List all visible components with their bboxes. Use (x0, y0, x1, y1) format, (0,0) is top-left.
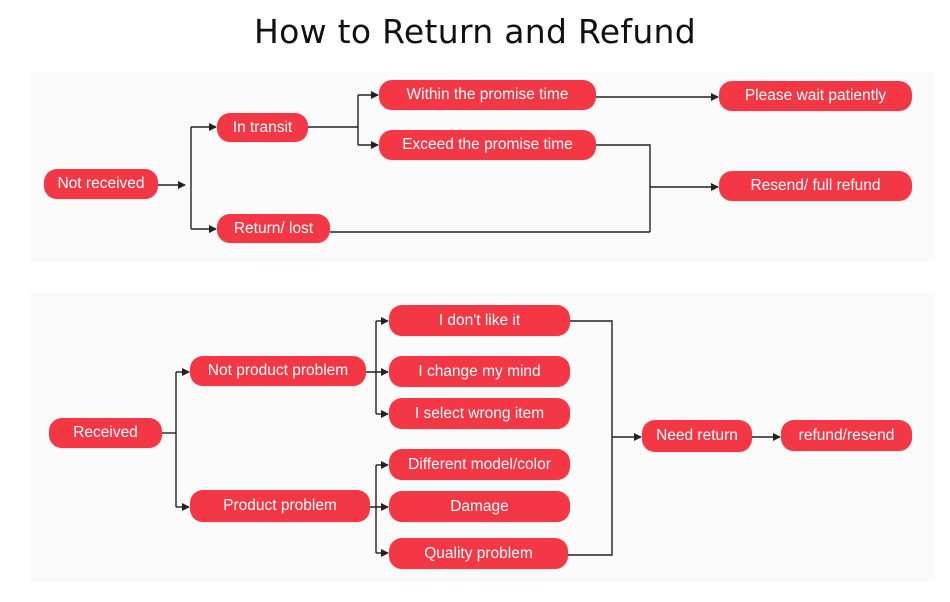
node-damage: Damage (389, 491, 570, 522)
node-not-received: Not received (44, 169, 158, 199)
node-dont-like: I don't like it (389, 305, 570, 336)
node-wrong-item: I select wrong item (389, 398, 570, 429)
node-within-promise: Within the promise time (379, 80, 596, 110)
node-refund-resend: refund/resend (781, 420, 912, 451)
node-change-mind: I change my mind (389, 356, 570, 387)
node-quality-problem: Quality problem (389, 538, 568, 569)
connector-dont-like-out (568, 320, 613, 556)
node-return-lost: Return/ lost (217, 214, 330, 243)
diagram-title: How to Return and Refund (253, 12, 697, 51)
node-in-transit: In transit (217, 113, 308, 142)
connector-exceed-out (596, 144, 651, 232)
node-wait-patiently: Please wait patiently (719, 81, 912, 111)
node-resend-refund: Resend/ full refund (719, 171, 912, 201)
node-not-product-problem: Not product problem (190, 356, 366, 386)
node-received: Received (49, 418, 162, 448)
node-exceed-promise: Exceed the promise time (379, 130, 596, 160)
node-need-return: Need return (642, 420, 752, 452)
node-different-model: Different model/color (389, 449, 570, 480)
node-product-problem: Product problem (190, 490, 370, 522)
